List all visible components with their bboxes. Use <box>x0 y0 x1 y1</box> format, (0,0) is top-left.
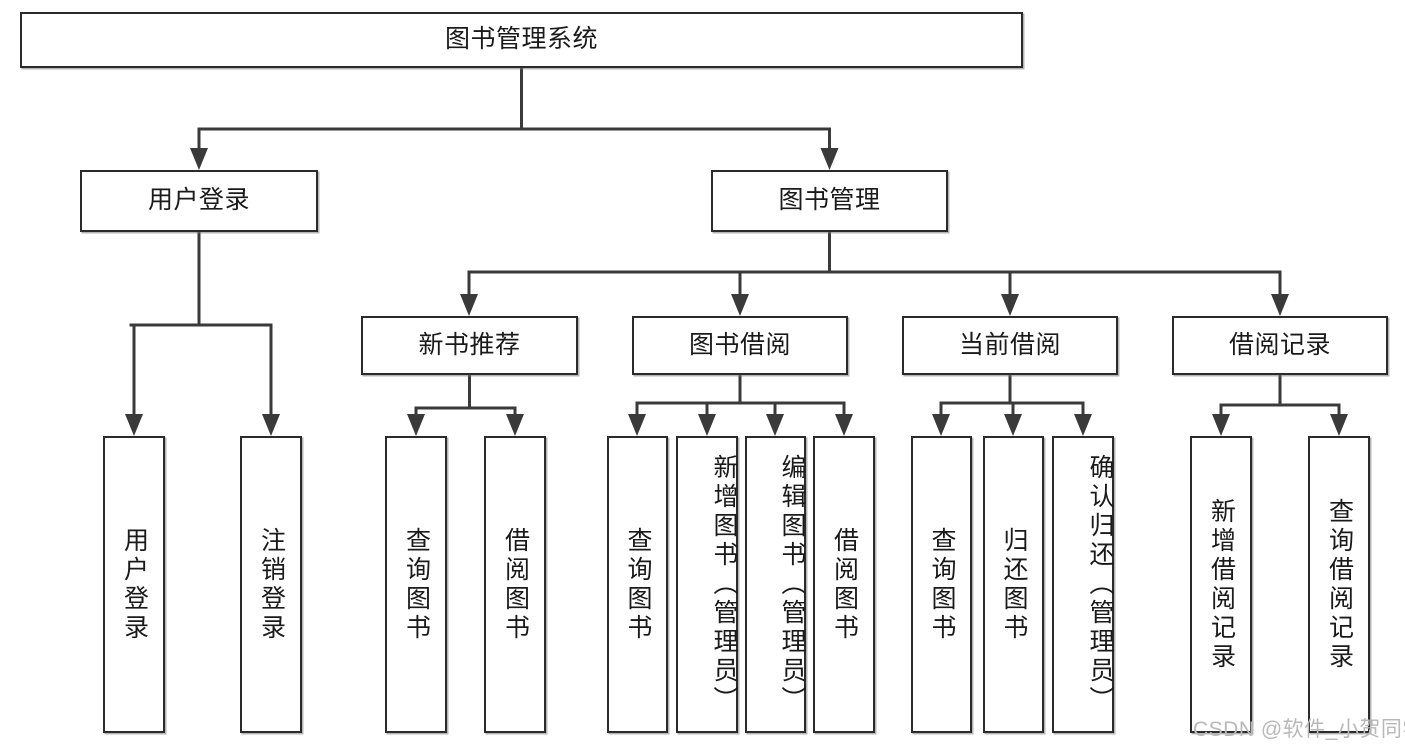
node-leaf-11[interactable]: 新增借阅记录 <box>1190 436 1252 733</box>
node-leaf-9-label: 归还图书 <box>1000 526 1028 643</box>
node-leaf-12[interactable]: 查询借阅记录 <box>1308 436 1370 733</box>
node-leaf-7-label: 借阅图书 <box>830 526 859 643</box>
node-leaf-10[interactable]: 确认归还（管理员） <box>1052 436 1114 733</box>
connector-path-0 <box>197 66 831 162</box>
node-level2-1[interactable]: 图书管理 <box>711 170 948 232</box>
arrowhead-0 <box>190 148 208 170</box>
arrowhead-18 <box>1330 414 1348 436</box>
arrowhead-14 <box>932 414 950 436</box>
arrowhead-15 <box>1004 414 1022 436</box>
node-leaf-8-label: 查询图书 <box>928 526 956 643</box>
node-leaf-5[interactable]: 新增图书（管理员） <box>676 436 738 733</box>
node-leaf-1-label: 注销登录 <box>257 526 286 643</box>
arrowhead-4 <box>460 294 478 316</box>
node-level2-1-label: 图书管理 <box>778 186 881 215</box>
arrowhead-17 <box>1212 414 1230 436</box>
arrowhead-2 <box>125 414 143 436</box>
connector-path-6 <box>1219 373 1341 428</box>
arrowhead-3 <box>262 414 280 436</box>
node-leaf-3[interactable]: 借阅图书 <box>484 436 546 733</box>
node-root-label: 图书管理系统 <box>444 25 598 54</box>
node-leaf-6[interactable]: 编辑图书（管理员） <box>745 436 806 733</box>
node-root[interactable]: 图书管理系统 <box>20 12 1023 68</box>
node-leaf-6-label: 编辑图书（管理员） <box>778 454 806 715</box>
node-leaf-4-label: 查询图书 <box>624 526 652 643</box>
node-level3-3-label: 借阅记录 <box>1228 330 1331 359</box>
connector-path-2 <box>467 230 1282 308</box>
arrowhead-13 <box>835 414 853 436</box>
arrowhead-11 <box>698 414 716 436</box>
node-level2-0-label: 用户登录 <box>147 186 250 215</box>
node-leaf-8[interactable]: 查询图书 <box>911 436 972 733</box>
node-level2-0[interactable]: 用户登录 <box>80 170 318 232</box>
arrowhead-12 <box>766 414 784 436</box>
node-leaf-11-label: 新增借阅记录 <box>1207 497 1236 672</box>
node-leaf-2[interactable]: 查询图书 <box>385 436 447 733</box>
node-level3-2-label: 当前借阅 <box>958 330 1061 359</box>
node-leaf-0[interactable]: 用户登录 <box>103 436 165 733</box>
node-leaf-9[interactable]: 归还图书 <box>983 436 1044 733</box>
node-leaf-5-label: 新增图书（管理员） <box>710 454 738 715</box>
connector-path-4 <box>635 373 846 428</box>
connector-path-1 <box>129 230 273 428</box>
arrowhead-16 <box>1074 414 1092 436</box>
node-leaf-7[interactable]: 借阅图书 <box>813 436 875 733</box>
arrowhead-8 <box>407 414 425 436</box>
node-leaf-4[interactable]: 查询图书 <box>607 436 668 733</box>
node-level3-3[interactable]: 借阅记录 <box>1172 316 1388 375</box>
arrowhead-10 <box>628 414 646 436</box>
arrowhead-1 <box>820 148 839 170</box>
connector-path-5 <box>939 373 1085 428</box>
node-level3-1[interactable]: 图书借阅 <box>632 316 848 375</box>
node-level3-0[interactable]: 新书推荐 <box>361 316 578 375</box>
watermark: CSDN @软件_小贺同学 <box>1193 718 1405 741</box>
connector-path-3 <box>414 373 517 428</box>
node-leaf-2-label: 查询图书 <box>402 526 431 643</box>
node-leaf-1[interactable]: 注销登录 <box>240 436 302 733</box>
node-leaf-10-label: 确认归还（管理员） <box>1086 454 1114 715</box>
arrowhead-5 <box>731 294 749 316</box>
arrowhead-9 <box>506 414 524 436</box>
node-level3-1-label: 图书借阅 <box>688 330 791 359</box>
node-level3-0-label: 新书推荐 <box>418 330 521 359</box>
node-leaf-0-label: 用户登录 <box>120 526 149 643</box>
arrowhead-6 <box>1001 294 1019 316</box>
node-leaf-3-label: 借阅图书 <box>501 526 530 643</box>
node-level3-2[interactable]: 当前借阅 <box>902 316 1118 375</box>
arrowhead-7 <box>1271 294 1289 316</box>
node-leaf-12-label: 查询借阅记录 <box>1325 497 1354 672</box>
